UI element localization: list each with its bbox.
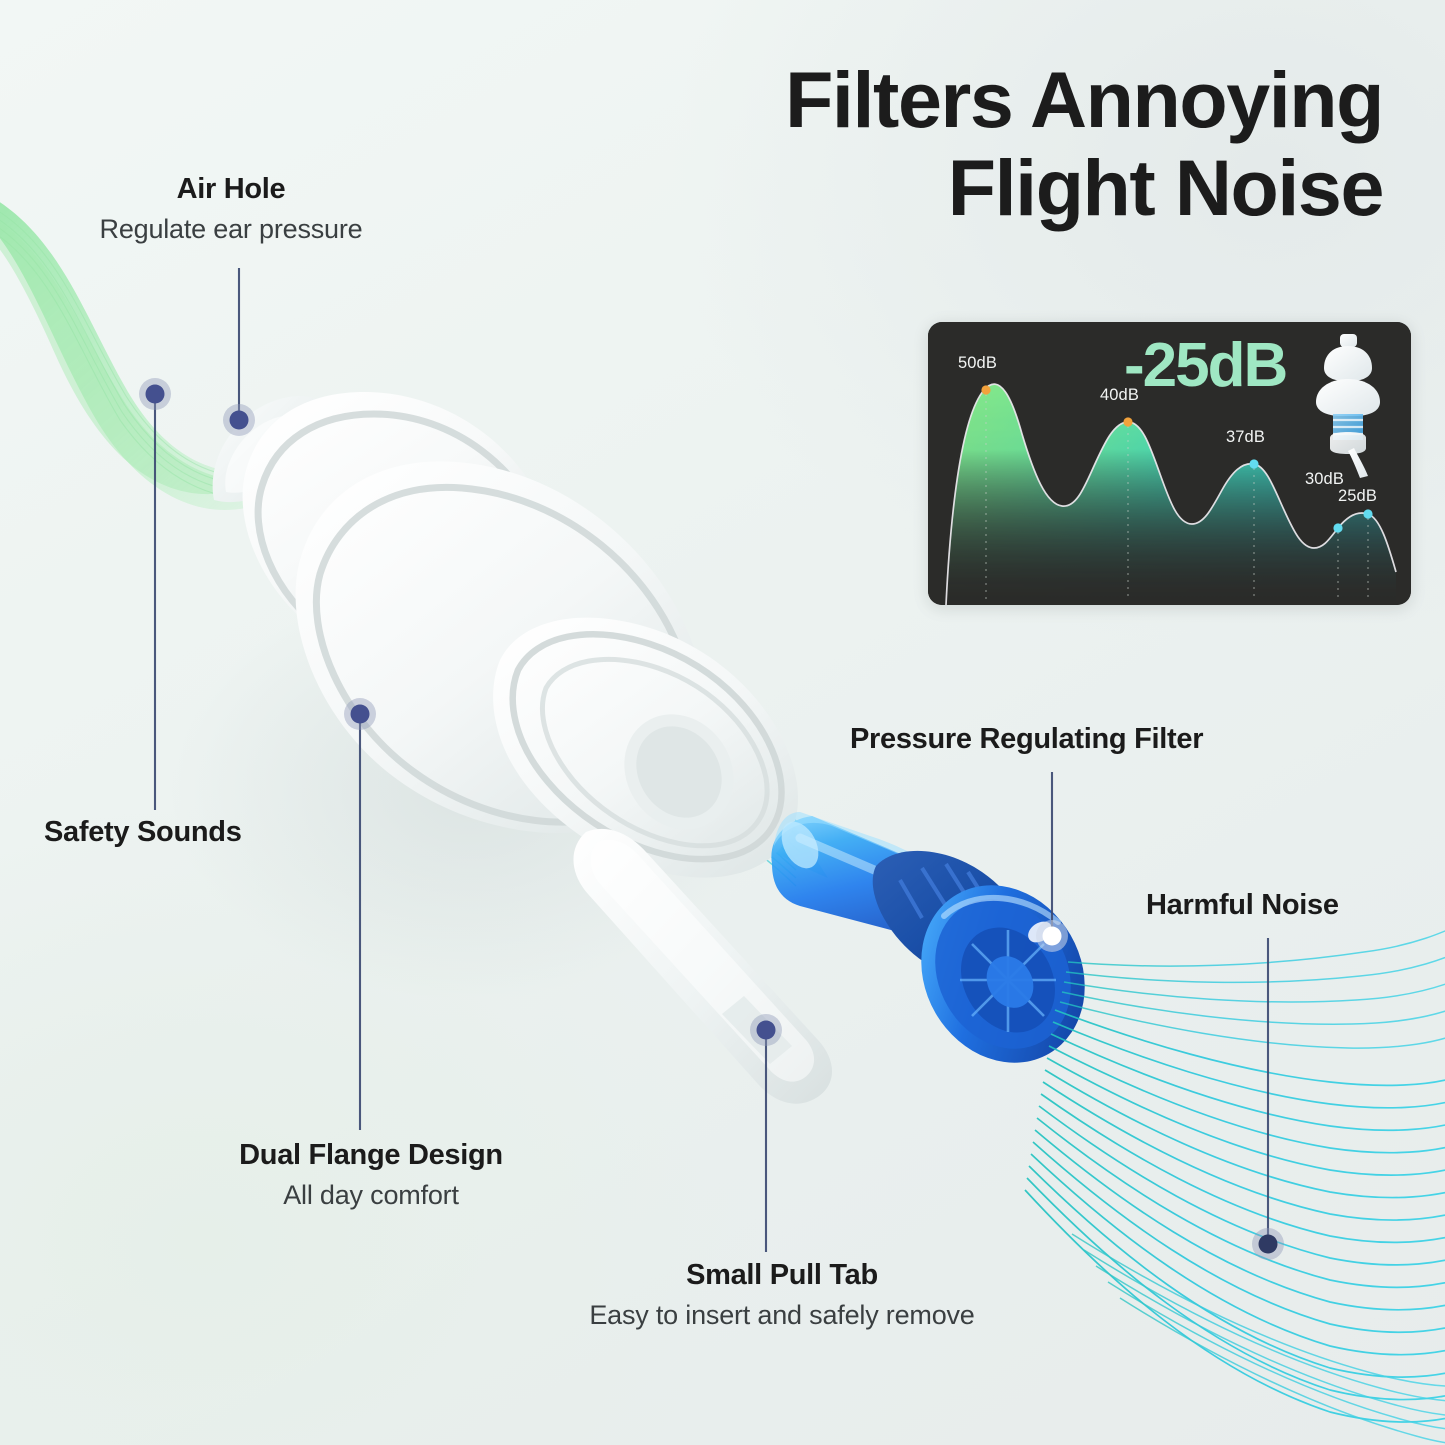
callout-small-pull-tab: Small Pull Tab Easy to insert and safely… xyxy=(547,1258,1017,1333)
marker-small-pull-tab xyxy=(750,1014,782,1046)
callout-harmful-noise: Harmful Noise xyxy=(1146,888,1339,924)
callout-dual-flange: Dual Flange Design All day comfort xyxy=(207,1138,535,1213)
callout-small-pull-tab-subtitle: Easy to insert and safely remove xyxy=(589,1299,975,1330)
callout-dual-flange-title: Dual Flange Design xyxy=(239,1139,503,1171)
page-headline: Filters Annoying Flight Noise xyxy=(663,55,1385,233)
chart-point-3 xyxy=(1249,459,1259,469)
chart-product-thumbnail xyxy=(1302,330,1394,480)
chart-point-1 xyxy=(981,385,991,395)
chart-label-50db: 50dB xyxy=(958,354,997,372)
callout-safety-sounds: Safety Sounds xyxy=(44,815,242,851)
callout-harmful-noise-title: Harmful Noise xyxy=(1146,889,1339,921)
callout-safety-sounds-title: Safety Sounds xyxy=(44,816,242,848)
chart-point-2 xyxy=(1123,417,1133,427)
marker-harmful-noise xyxy=(1252,1228,1284,1260)
marker-dual-flange xyxy=(344,698,376,730)
callout-air-hole-title: Air Hole xyxy=(176,173,286,205)
callout-pressure-regulating-filter: Pressure Regulating Filter xyxy=(850,722,1203,758)
noise-reduction-chart-panel: -25dB 50dB 40dB 37dB 30dB 25dB xyxy=(928,322,1411,605)
marker-safety-sounds xyxy=(139,378,171,410)
callout-dual-flange-subtitle: All day comfort xyxy=(283,1179,459,1210)
marker-air-hole xyxy=(223,404,255,436)
callout-air-hole-subtitle: Regulate ear pressure xyxy=(99,213,363,244)
marker-pressure-filter xyxy=(1036,920,1068,952)
callout-markers xyxy=(139,378,1284,1260)
chart-label-25db: 25dB xyxy=(1338,487,1377,505)
callout-air-hole: Air Hole Regulate ear pressure xyxy=(76,172,386,247)
chart-label-30db: 30dB xyxy=(1305,470,1344,488)
callout-leader-lines xyxy=(153,268,1270,1252)
chart-label-37db: 37dB xyxy=(1226,428,1265,446)
callout-pressure-filter-title: Pressure Regulating Filter xyxy=(850,723,1204,755)
chart-title: -25dB xyxy=(1124,331,1288,400)
harmful-noise-wave xyxy=(1024,930,1445,1444)
callout-small-pull-tab-title: Small Pull Tab xyxy=(686,1259,878,1291)
headline-line-2: Flight Noise xyxy=(947,143,1385,233)
chart-point-4 xyxy=(1333,523,1343,533)
chart-point-5 xyxy=(1363,509,1373,519)
chart-label-40db: 40dB xyxy=(1100,386,1139,404)
headline-line-1: Filters Annoying xyxy=(785,55,1384,144)
